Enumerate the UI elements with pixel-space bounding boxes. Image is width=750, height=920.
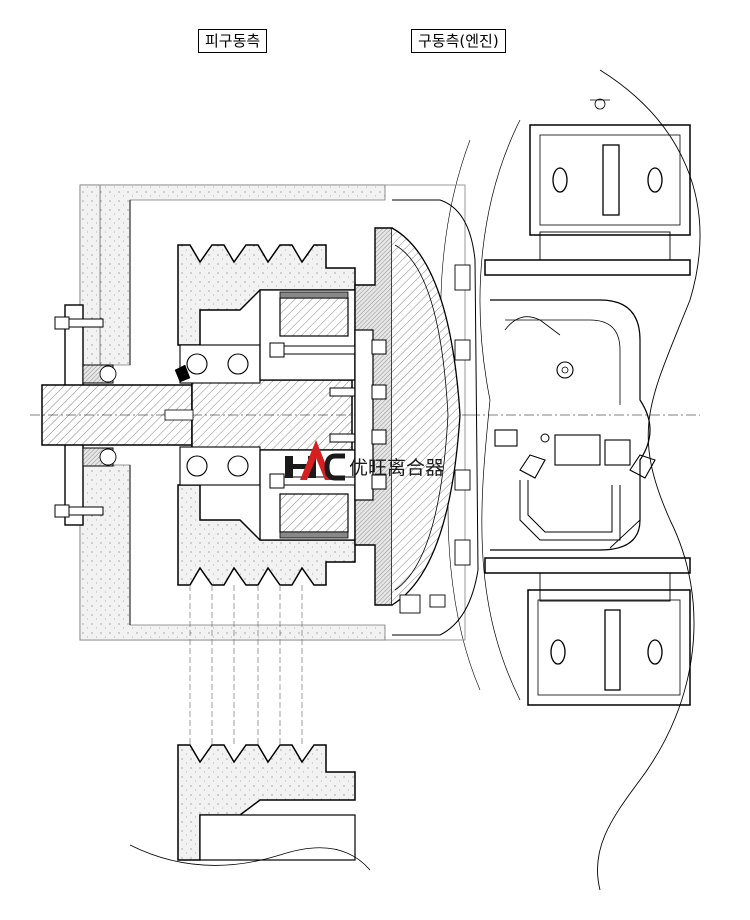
engine-housing — [440, 69, 701, 891]
driven-side-label: 피구동측 — [198, 29, 268, 53]
company-logo — [285, 440, 345, 481]
company-name: 优旺离合器 — [349, 457, 444, 479]
driven-shaft-assembly — [30, 184, 479, 745]
driving-side-label: 구동측(엔진) — [411, 29, 506, 53]
lower-pulley — [129, 744, 371, 871]
